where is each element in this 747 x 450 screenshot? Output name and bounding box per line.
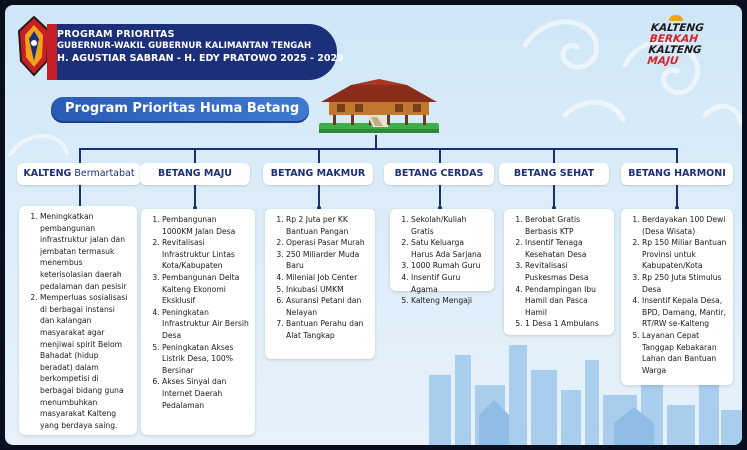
connector-dot [317, 206, 321, 210]
list-item: Berdayakan 100 Dewi (Desa Wisata) [642, 214, 727, 237]
list-item: Rp 150 Miliar Bantuan Provinsi untuk Kab… [642, 237, 727, 272]
list-item: Insentif Guru Agama [411, 272, 488, 295]
category-title: BETANG MAJU [158, 168, 232, 179]
list-item: Pendampingan Ibu Hamil dan Pasca Hamil [525, 284, 608, 319]
item-list: Rp 2 Juta per KK Bantuan PanganOperasi P… [265, 209, 375, 346]
connector-drop [439, 148, 441, 163]
list-item: 1 Desa 1 Ambulans [525, 318, 608, 330]
connector-horizontal [79, 148, 677, 150]
list-item: Revitalisasi Puskesmas Desa [525, 260, 608, 283]
connector-dot [438, 206, 442, 210]
list-box-kalteng-bermartabat: Meningkatkan pembangunan infrastruktur j… [19, 206, 137, 435]
header-line1: PROGRAM PRIORITAS [57, 29, 175, 40]
list-box-betang-maju: Pembangunan 1000KM Jalan DesaRevitalisas… [141, 209, 255, 435]
city-skyline-icon [429, 345, 742, 445]
list-item: Asuransi Petani dan Nelayan [286, 295, 369, 318]
category-header-kalteng-bermartabat: KALTENG Bermartabat [17, 163, 141, 185]
slogan-line2-b: MAJU [646, 55, 679, 68]
slogan: KALTENG BERKAH KALTENG MAJU [646, 22, 738, 68]
list-item: Kalteng Mengaji [411, 295, 488, 307]
category-title: BETANG HARMONI [628, 168, 726, 179]
list-box-betang-sehat: Berobat Gratis Berbasis KTPInsentif Tena… [504, 209, 614, 335]
list-item: 250 Miliarder Muda Baru [286, 249, 369, 272]
list-item: Revitalisasi Infrastruktur Lintas Kota/K… [162, 237, 249, 272]
program-title: Program Prioritas Huma Betang [65, 101, 300, 116]
list-item: Rp 250 Juta Stimulus Desa [642, 272, 727, 295]
list-box-betang-harmoni: Berdayakan 100 Dewi (Desa Wisata)Rp 150 … [621, 209, 733, 385]
list-item: Berobat Gratis Berbasis KTP [525, 214, 608, 237]
list-item: Sekolah/Kuliah Gratis [411, 214, 488, 237]
connector-down [79, 185, 81, 208]
list-item: Insentif Kepala Desa, BPD, Damang, Manti… [642, 295, 727, 330]
list-item: Operasi Pasar Murah [286, 237, 369, 249]
category-title-rest: Bermartabat [71, 168, 135, 179]
list-item: Inkubasi UMKM [286, 284, 369, 296]
sun-icon [669, 15, 683, 21]
connector-drop [194, 148, 196, 163]
category-header-betang-sehat: BETANG SEHAT [499, 163, 609, 185]
connector-dot [675, 206, 679, 210]
category-title: BETANG SEHAT [513, 168, 595, 179]
infographic-canvas: PROGRAM PRIORITAS GUBERNUR-WAKIL GUBERNU… [5, 5, 742, 445]
connector-down [194, 185, 196, 208]
item-list: Meningkatkan pembangunan infrastruktur j… [19, 206, 137, 435]
category-header-betang-makmur: BETANG MAKMUR [263, 163, 373, 185]
connector-down [553, 185, 555, 208]
list-item: Rp 2 Juta per KK Bantuan Pangan [286, 214, 369, 237]
connector-dot [193, 206, 197, 210]
category-header-betang-cerdas: BETANG CERDAS [384, 163, 494, 185]
list-item: Meningkatkan pembangunan infrastruktur j… [40, 211, 131, 292]
connector-dot [552, 206, 556, 210]
list-item: Pembangunan 1000KM Jalan Desa [162, 214, 249, 237]
list-item: Memperluas sosialisasi di berbagai insta… [40, 292, 131, 431]
list-box-betang-makmur: Rp 2 Juta per KK Bantuan PanganOperasi P… [265, 209, 375, 359]
category-title: KALTENG [23, 168, 72, 179]
list-box-betang-cerdas: Sekolah/Kuliah GratisSatu Keluarga Harus… [390, 209, 494, 305]
connector-drop [553, 148, 555, 163]
program-title-banner: Program Prioritas Huma Betang [51, 97, 309, 123]
connector-down [676, 185, 678, 208]
connector-trunk [375, 135, 377, 149]
connector-drop [318, 148, 320, 163]
item-list: Sekolah/Kuliah GratisSatu Keluarga Harus… [390, 209, 494, 311]
category-title: BETANG MAKMUR [270, 168, 366, 179]
list-item: Milenial Job Center [286, 272, 369, 284]
connector-down [318, 185, 320, 208]
header-line3: H. AGUSTIAR SABRAN - H. EDY PRATOWO 2025… [57, 52, 344, 64]
ornament-swirl-icon [522, 19, 742, 126]
list-item: Pembangunan Delta Kalteng Ekonomi Eksklu… [162, 272, 249, 307]
header-text: PROGRAM PRIORITAS GUBERNUR-WAKIL GUBERNU… [57, 29, 344, 65]
item-list: Berobat Gratis Berbasis KTPInsentif Tena… [504, 209, 614, 334]
list-item: Satu Keluarga Harus Ada Sarjana [411, 237, 488, 260]
category-header-betang-harmoni: BETANG HARMONI [621, 163, 733, 185]
connector-drop [79, 148, 81, 163]
list-item: 1000 Rumah Guru [411, 260, 488, 272]
list-item: Layanan Cepat Tanggap Kebakaran Lahan da… [642, 330, 727, 376]
header-banner [47, 24, 337, 80]
list-item: Peningkatan Akses Listrik Desa, 100% Ber… [162, 342, 249, 377]
item-list: Berdayakan 100 Dewi (Desa Wisata)Rp 150 … [621, 209, 733, 380]
ornament-swirl-left-icon [8, 134, 69, 157]
kalteng-emblem-icon [17, 15, 51, 77]
huma-betang-house-icon [319, 79, 439, 133]
list-item: Bantuan Perahu dan Alat Tangkap [286, 318, 369, 341]
list-item: Insentif Tenaga Kesehatan Desa [525, 237, 608, 260]
list-item: Peningkatan Infrastruktur Air Bersih Des… [162, 307, 249, 342]
connector-down [439, 185, 441, 208]
category-title: BETANG CERDAS [394, 168, 484, 179]
list-item: Akses Sinyal dan Internet Daerah Pedalam… [162, 376, 249, 411]
connector-drop [676, 148, 678, 163]
item-list: Pembangunan 1000KM Jalan DesaRevitalisas… [141, 209, 255, 415]
header-line2: GUBERNUR-WAKIL GUBERNUR KALIMANTAN TENGA… [57, 41, 312, 52]
category-header-betang-maju: BETANG MAJU [140, 163, 250, 185]
